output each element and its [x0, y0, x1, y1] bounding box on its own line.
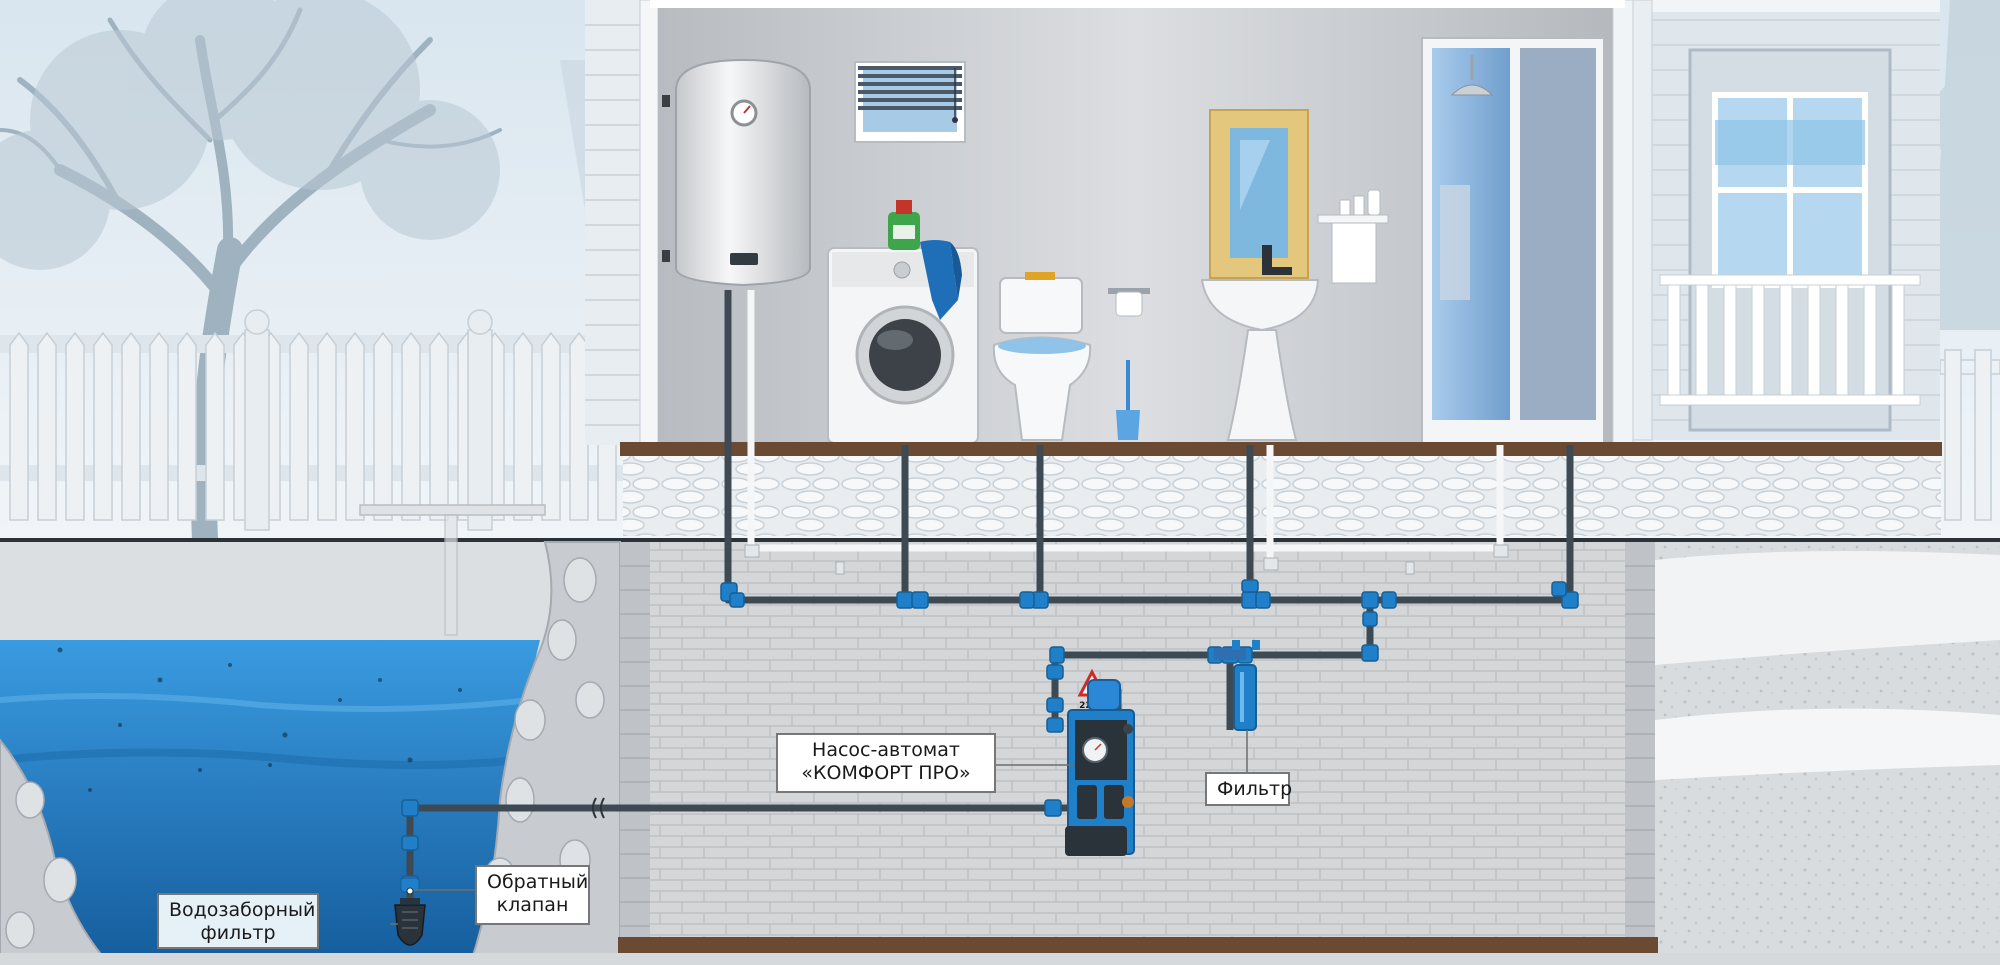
filter-housing — [1214, 640, 1260, 731]
floor-slab — [620, 442, 1942, 456]
sink — [1200, 245, 1320, 441]
check-valve-callout-line2: клапан — [496, 894, 569, 916]
detergent-bottle — [888, 200, 920, 250]
fence-right — [1939, 349, 2000, 521]
porch — [1629, 0, 1940, 441]
house-siding-left — [585, 0, 659, 446]
toilet — [992, 272, 1092, 441]
pump-unit: 220В — [1065, 668, 1135, 856]
intake-filter-callout-line1: Водозаборный — [169, 899, 316, 921]
stone-foundation — [623, 456, 1941, 536]
intake-filter-callout-line2: фильтр — [200, 922, 276, 944]
check-valve — [400, 877, 420, 895]
basement-side-columns — [620, 542, 1655, 937]
porch-railing — [1659, 274, 1921, 406]
pipe-break-mark — [592, 797, 605, 819]
water-heater — [662, 58, 811, 287]
check-valve-callout-line1: Обратный — [487, 871, 589, 893]
pump-callout-line1: Насос-автомат — [812, 739, 960, 761]
pump-callout-line2: «КОМФОРТ ПРО» — [801, 762, 971, 784]
shower-cabin — [1421, 37, 1605, 444]
filter-callout: Фильтр — [1205, 772, 1293, 806]
leader-lines — [390, 730, 1248, 925]
pump-callout: Насос-автомат «КОМФОРТ ПРО» — [776, 733, 996, 793]
mirror — [1209, 109, 1309, 279]
ground-line — [0, 538, 2000, 542]
filter-callout-label: Фильтр — [1217, 778, 1293, 800]
well-cover — [359, 504, 546, 636]
tree-foliage — [0, 0, 500, 270]
bathroom-shelf — [1317, 189, 1389, 284]
intake-filter — [394, 898, 426, 946]
toilet-paper — [1108, 288, 1150, 317]
fence-left — [0, 309, 625, 531]
blinds-window — [854, 61, 966, 143]
intake-filter-callout: Водозаборный фильтр — [157, 893, 319, 949]
basement-floor — [618, 937, 1658, 953]
toilet-brush — [1116, 360, 1140, 440]
washing-machine — [827, 240, 979, 444]
check-valve-callout: Обратный клапан — [475, 865, 590, 925]
